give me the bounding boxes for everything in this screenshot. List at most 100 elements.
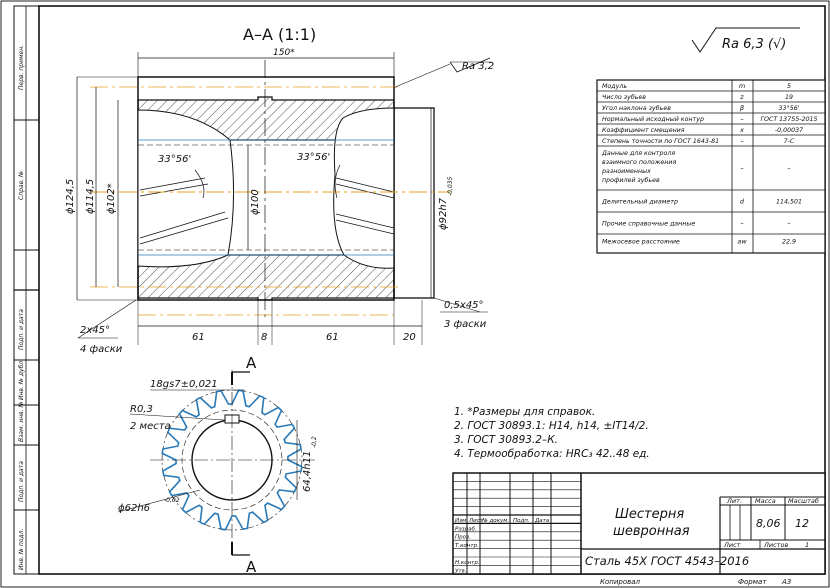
role-label: Н.контр. (455, 560, 480, 566)
param-name: Делительный диаметр (601, 199, 678, 206)
dim-seg2: 8 (261, 332, 267, 343)
note-1: 1. *Размеры для справок. (454, 406, 595, 418)
dim-d-outer: ϕ124,5 (65, 179, 76, 214)
tb-sheet-label: Лист (723, 541, 741, 549)
dim-overall-length: 150* (273, 48, 295, 58)
stamp-label: Подп. и дата (18, 461, 25, 502)
rev-header: Дата (534, 518, 550, 524)
dim-d-bore: ϕ100 (250, 189, 261, 215)
param-value: – (787, 166, 790, 173)
end-view: A A 18gs7±0,021 R0,3 2 места ϕ62h6 -0,02… (117, 354, 318, 576)
section-view: A–A (1:1) 150* (65, 25, 494, 355)
param-symbol: – (740, 115, 743, 123)
left-stamps: Перв. примен. Справ. № Подп. и дата Инв.… (13, 5, 40, 575)
param-symbol: d (740, 198, 745, 206)
param-value: 7-C (784, 138, 795, 145)
chamfer-left: 2x45° (80, 325, 110, 336)
role-label: Утв. (455, 568, 467, 574)
rev-header: Изм. (455, 518, 468, 524)
rev-header: Лист (468, 518, 484, 524)
tb-sheets-label: Листов (763, 541, 788, 549)
section-mark-bottom: A (246, 558, 257, 576)
section-title: A–A (1:1) (243, 25, 316, 44)
param-symbol: – (740, 165, 743, 173)
svg-text:Ra 6,3 (√): Ra 6,3 (√) (722, 37, 786, 52)
dim-d-inner: ϕ102* (106, 183, 117, 214)
stamp-label: Инв. № дубл. (18, 359, 25, 400)
dim-d-mid: ϕ114,5 (85, 179, 96, 214)
param-value: 114,501 (776, 199, 802, 206)
tb-part-name-1: Шестерня (615, 507, 684, 522)
note-4: 4. Термообработка: HRC₃ 42..48 ед. (454, 448, 650, 460)
angle-right: 33°56' (297, 152, 330, 163)
param-symbol: β (740, 104, 744, 112)
tb-scale-value: 12 (795, 517, 809, 530)
tb-scale-label: Масштаб (788, 497, 819, 505)
role-label: Разраб. (455, 526, 477, 532)
dim-d-hole: ϕ92h7 (438, 197, 449, 230)
stamp-label: Взам. инв. № (18, 401, 25, 442)
param-symbol: x (739, 126, 744, 134)
param-name: Нормальный исходный контур (602, 116, 704, 123)
param-name: Угол наклона зубьев (602, 104, 671, 112)
param-value: 19 (785, 94, 793, 101)
param-value: 33°56' (779, 104, 800, 112)
note-2: 2. ГОСТ 30893.1: H14, h14, ±IT14/2. (454, 420, 649, 432)
role-label: Пров. (455, 535, 471, 541)
param-value: 5 (787, 83, 791, 90)
dim-seg3: 61 (326, 332, 339, 343)
param-name: Число зубьев (602, 93, 646, 101)
role-label: Т.контр. (455, 543, 479, 549)
stamp-label: Инв. № подл. (18, 529, 25, 570)
dim-seg4: 20 (403, 332, 416, 343)
dim-key-depth: 64,4h11 (302, 451, 313, 492)
chamfer-right: 0,5x45° (444, 300, 484, 311)
param-name: Степень точности по ГОСТ 1643-81 (602, 138, 719, 145)
rev-header: № докум. (481, 518, 509, 524)
dim-seg1: 61 (192, 332, 205, 343)
dim-d-spline: ϕ62h6 (118, 503, 150, 514)
stamp-label: Справ. № (18, 171, 25, 200)
roughness-general: Ra 6,3 (√) (691, 27, 800, 53)
tb-mass-value: 8,06 (756, 517, 781, 530)
param-value: – (787, 221, 790, 228)
param-name: Межосевое расстояние (602, 239, 680, 246)
param-value: 22,9 (782, 239, 796, 246)
tb-mass-label: Масса (755, 497, 776, 505)
roughness-local: Ra 3,2 (462, 61, 494, 72)
chamfer-left-note: 4 фаски (80, 344, 123, 355)
param-name: Коэффициент смещения (602, 127, 685, 134)
tb-material: Сталь 45Х ГОСТ 4543–2016 (585, 554, 749, 568)
technical-notes: 1. *Размеры для справок. 2. ГОСТ 30893.1… (454, 406, 650, 460)
param-name: Модуль (602, 83, 627, 90)
tb-copied: Копировал (600, 578, 641, 586)
tb-format-label: Формат (738, 578, 767, 586)
rev-header: Подп. (513, 518, 530, 524)
param-value: ГОСТ 13755-2015 (760, 116, 817, 123)
tb-format-value: A3 (781, 578, 791, 586)
tb-lit-label: Лит. (726, 497, 742, 505)
chamfer-right-note: 3 фаски (444, 319, 487, 330)
dim-radius: R0,3 (130, 404, 153, 415)
section-mark-top: A (246, 354, 257, 372)
dim-key-width: 18gs7±0,021 (150, 379, 218, 390)
tb-part-name-2: шевронная (613, 524, 690, 539)
dim-d-spline-tol: -0,02 (164, 497, 180, 504)
param-name: Прочие справочные данные (602, 221, 695, 228)
param-symbol: – (740, 137, 743, 145)
note-3: 3. ГОСТ 30893.2–К. (454, 434, 558, 446)
angle-left: 33°56' (158, 154, 191, 165)
dim-radius-note: 2 места (130, 421, 171, 432)
param-symbol: – (740, 220, 743, 228)
tb-sheets-value: 1 (805, 541, 809, 549)
param-symbol: z (739, 93, 744, 101)
param-value: -0,00037 (775, 127, 803, 134)
stamp-label: Перв. примен. (18, 45, 25, 90)
dim-key-depth-tol: -0,2 (311, 436, 318, 448)
param-symbol: m (739, 82, 745, 90)
